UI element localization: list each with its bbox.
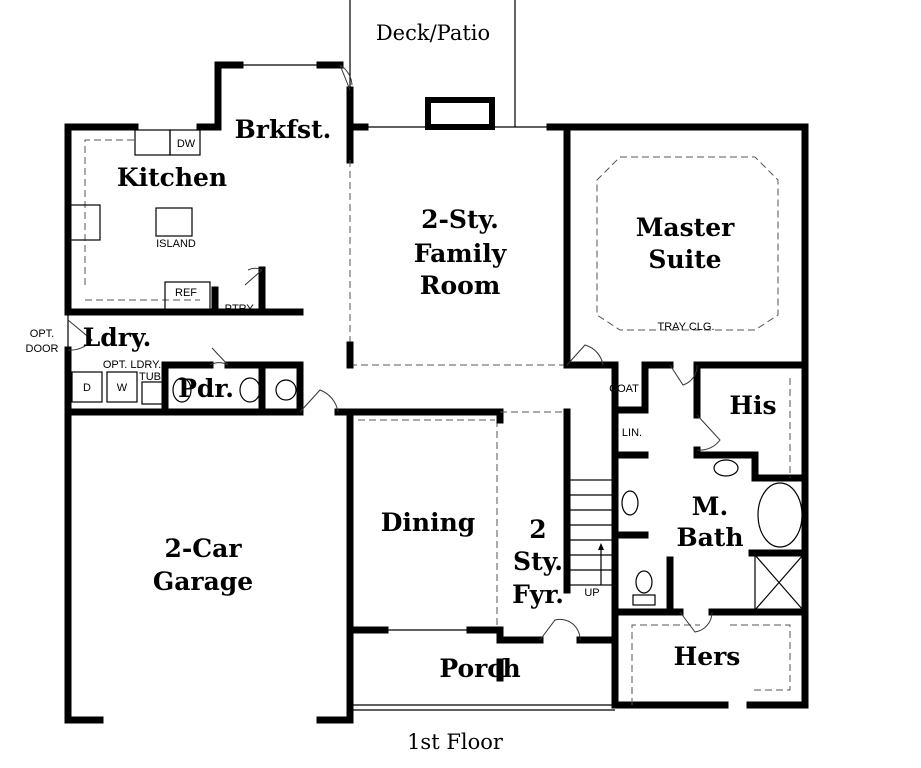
island-label: ISLAND [156,238,196,250]
master-suite-label-1: Master [636,213,735,242]
up-arrow-icon [598,543,604,550]
refrigerator-label: REF [175,287,197,299]
kitchen-label: Kitchen [117,163,227,192]
master-suite-label-2: Suite [648,245,721,274]
dishwasher-label: DW [177,138,196,150]
dining-label: Dining [381,508,476,537]
fixture-labels: DW ISLAND REF PTRY. OPT. DOOR OPT. LDRY.… [26,138,715,599]
master-bath-label-1: M. [692,492,728,521]
opt-door-label-2: DOOR [26,343,59,355]
family-room-label-2: Family [414,239,508,268]
floor-title: 1st Floor [407,730,504,754]
foyer-label-3: Fyr. [512,580,564,609]
opt-tub-label-1: OPT. LDRY. [103,359,161,371]
powder-label: Pdr. [178,374,234,403]
his-closet-label: His [729,391,776,420]
washer-label: W [117,382,128,394]
hers-closet-label: Hers [674,642,741,671]
laundry-label: Ldry. [83,323,152,352]
linen-closet-label: LIN. [622,427,642,439]
opt-door-label-1: OPT. [30,328,54,340]
stairs-up-label: UP [584,587,599,599]
family-room-label-3: Room [420,271,501,300]
pantry-label: PTRY. [225,303,256,315]
master-bath-label-2: Bath [676,523,743,552]
opt-tub-label-2: TUB [139,371,161,383]
porch-label: Porch [439,654,520,683]
breakfast-label: Brkfst. [235,115,332,144]
tray-ceiling-label: TRAY CLG. [657,321,714,333]
coat-closet-label: COAT [609,383,639,395]
garage-label-1: 2-Car [164,534,242,563]
room-labels: Deck/Patio Brkfst. Kitchen 2-Sty. Family… [83,21,777,754]
dryer-label: D [83,382,91,394]
walls [64,0,809,724]
family-room-label-1: 2-Sty. [421,205,499,234]
staircase [566,479,616,586]
foyer-label-2: Sty. [513,547,563,576]
garage-label-2: Garage [153,567,253,596]
foyer-label-1: 2 [529,515,546,544]
deck-patio-label: Deck/Patio [376,21,490,45]
door-swings [67,64,721,641]
